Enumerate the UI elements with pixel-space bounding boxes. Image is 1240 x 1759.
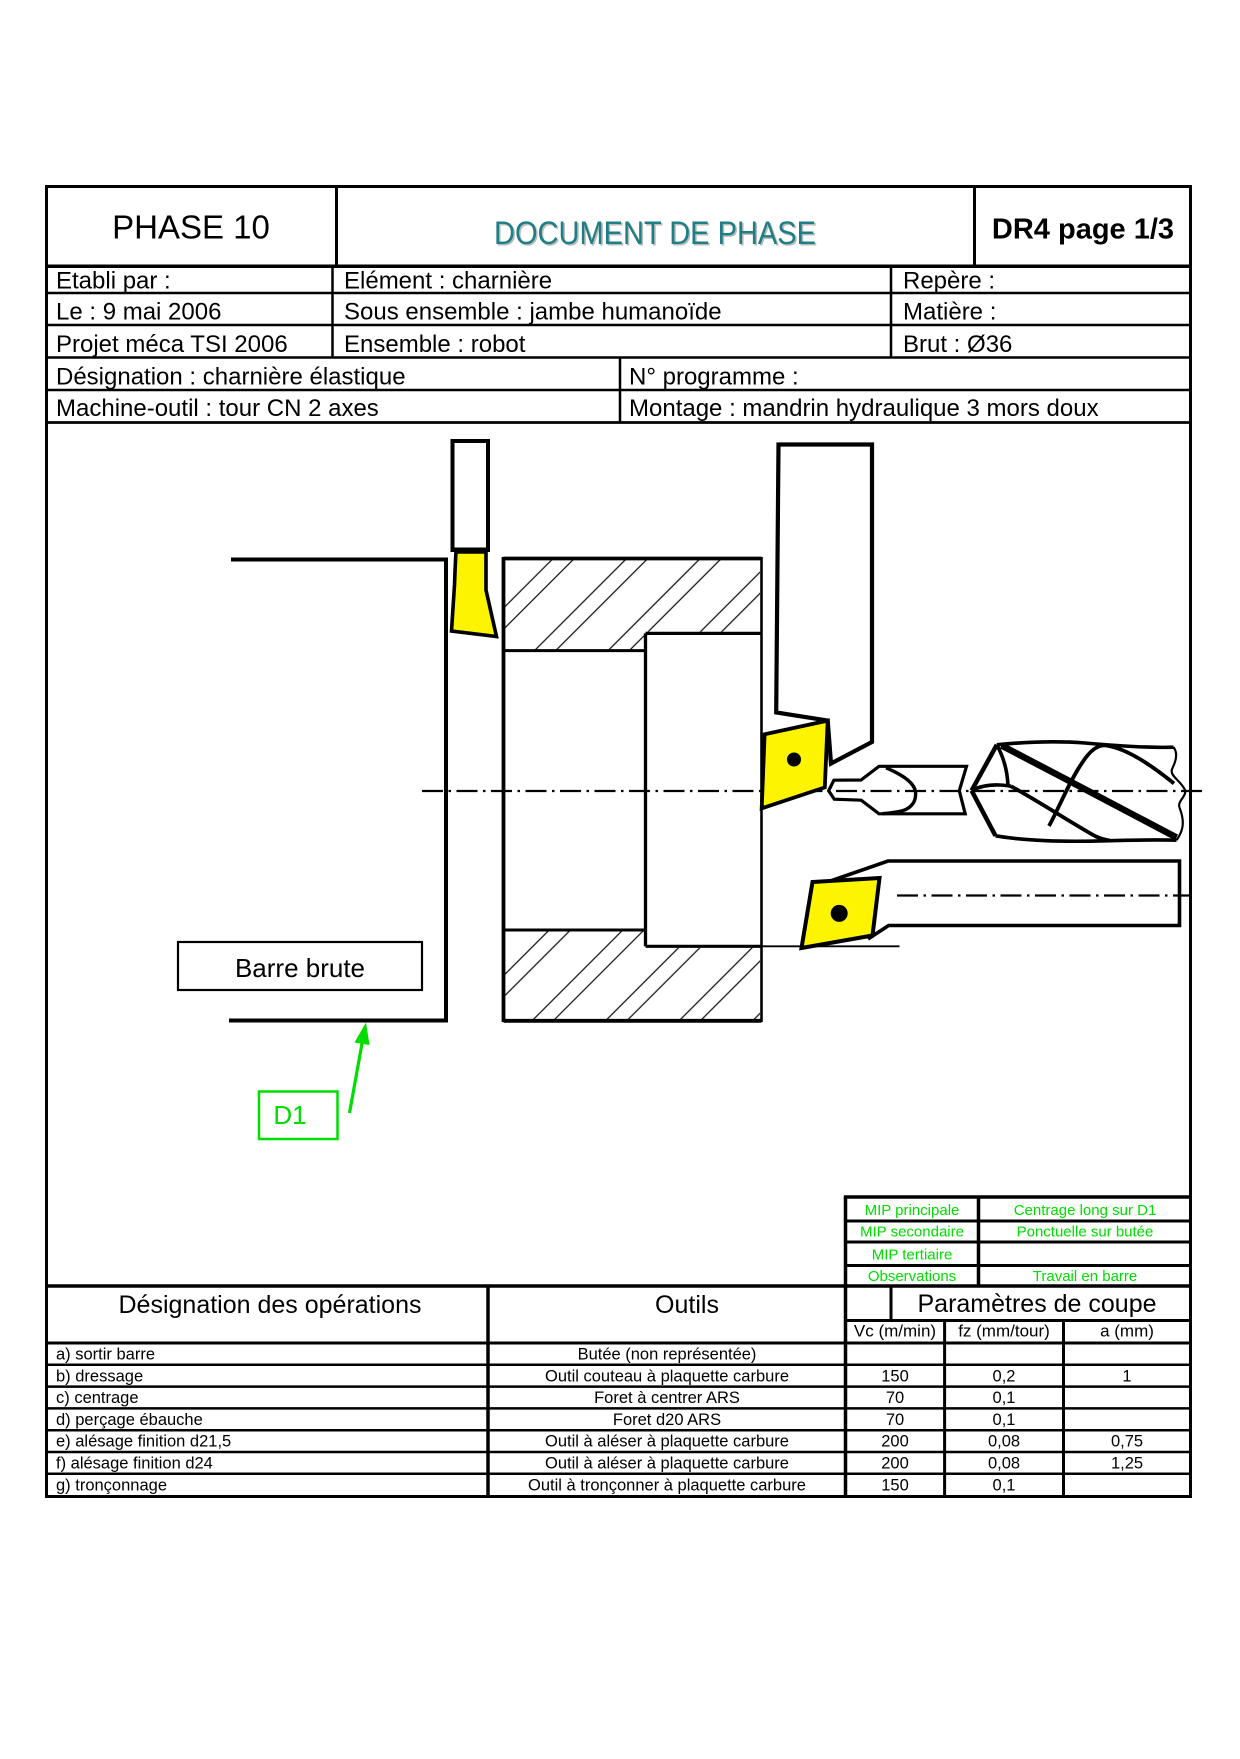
svg-text:0,1: 0,1: [993, 1476, 1016, 1494]
svg-text:0,08: 0,08: [988, 1455, 1020, 1473]
svg-text:1: 1: [1122, 1367, 1131, 1385]
svg-text:Butée (non représentée): Butée (non représentée): [578, 1346, 757, 1364]
svg-text:PHASE 10: PHASE 10: [112, 209, 270, 246]
svg-text:a) sortir barre: a) sortir barre: [56, 1346, 155, 1364]
svg-text:Paramètres de coupe: Paramètres de coupe: [917, 1290, 1156, 1318]
svg-text:Elément : charnière: Elément : charnière: [344, 268, 552, 295]
svg-text:MIP tertiaire: MIP tertiaire: [872, 1247, 953, 1264]
svg-text:N° programme :: N° programme :: [629, 364, 799, 391]
svg-text:MIP secondaire: MIP secondaire: [860, 1224, 964, 1241]
svg-text:Machine-outil : tour CN 2 axes: Machine-outil : tour CN 2 axes: [56, 395, 379, 422]
svg-text:150: 150: [881, 1476, 909, 1494]
svg-text:b) dressage: b) dressage: [56, 1367, 143, 1385]
svg-text:0,08: 0,08: [988, 1433, 1020, 1451]
svg-text:0,1: 0,1: [993, 1411, 1016, 1429]
svg-text:Foret à centrer ARS: Foret à centrer ARS: [594, 1389, 740, 1407]
svg-text:MIP principale: MIP principale: [865, 1202, 960, 1219]
svg-text:Outil à aléser à plaquette car: Outil à aléser à plaquette carbure: [545, 1433, 789, 1451]
svg-text:Sous ensemble : jambe humanoïd: Sous ensemble : jambe humanoïde: [344, 299, 722, 326]
svg-text:fz (mm/tour): fz (mm/tour): [958, 1322, 1050, 1341]
svg-text:e) alésage finition d21,5: e) alésage finition d21,5: [56, 1433, 231, 1451]
svg-text:d) perçage ébauche: d) perçage ébauche: [56, 1411, 203, 1429]
svg-text:Projet méca TSI 2006: Projet méca TSI 2006: [56, 331, 288, 358]
svg-text:Outil couteau à plaquette carb: Outil couteau à plaquette carbure: [545, 1367, 789, 1385]
svg-text:c) centrage: c) centrage: [56, 1389, 139, 1407]
svg-text:Ponctuelle sur butée: Ponctuelle sur butée: [1017, 1224, 1154, 1241]
svg-text:70: 70: [886, 1411, 904, 1429]
svg-text:0,1: 0,1: [993, 1389, 1016, 1407]
svg-text:Montage : mandrin hydraulique: Montage : mandrin hydraulique 3 mors dou…: [629, 395, 1099, 422]
svg-text:Outil à aléser à plaquette car: Outil à aléser à plaquette carbure: [545, 1455, 789, 1473]
svg-text:g) tronçonnage: g) tronçonnage: [56, 1476, 167, 1494]
svg-text:150: 150: [881, 1367, 909, 1385]
svg-text:D1: D1: [273, 1100, 306, 1130]
svg-text:0,2: 0,2: [993, 1367, 1016, 1385]
svg-text:Observations: Observations: [868, 1268, 956, 1285]
svg-text:DR4 page 1/3: DR4 page 1/3: [992, 214, 1174, 246]
svg-text:Ensemble : robot: Ensemble : robot: [344, 331, 526, 358]
svg-text:Désignation : charnière élasti: Désignation : charnière élastique: [56, 364, 406, 391]
svg-text:Barre brute: Barre brute: [235, 953, 365, 983]
svg-text:f) alésage finition d24: f) alésage finition d24: [56, 1455, 213, 1473]
svg-text:200: 200: [881, 1455, 909, 1473]
svg-text:DOCUMENT DE PHASE: DOCUMENT DE PHASE: [496, 217, 818, 253]
svg-text:Vc (m/min): Vc (m/min): [854, 1322, 936, 1341]
svg-text:Désignation des opérations: Désignation des opérations: [119, 1291, 422, 1319]
svg-text:DOCUMENT DE PHASE: DOCUMENT DE PHASE: [494, 215, 816, 251]
svg-text:200: 200: [881, 1433, 909, 1451]
svg-text:Matière :: Matière :: [903, 299, 996, 326]
svg-text:Brut : Ø36: Brut : Ø36: [903, 331, 1012, 358]
svg-text:Travail en barre: Travail en barre: [1033, 1268, 1138, 1285]
svg-text:1,25: 1,25: [1111, 1455, 1143, 1473]
svg-text:Outil à tronçonner à plaquette: Outil à tronçonner à plaquette carbure: [528, 1476, 806, 1494]
svg-text:a (mm): a (mm): [1100, 1322, 1154, 1341]
svg-text:Le : 9 mai 2006: Le : 9 mai 2006: [56, 299, 221, 326]
svg-text:Etabli par :: Etabli par :: [56, 268, 171, 295]
svg-text:Centrage long sur D1: Centrage long sur D1: [1014, 1202, 1157, 1219]
svg-text:70: 70: [886, 1389, 904, 1407]
svg-text:Repère :: Repère :: [903, 268, 995, 295]
svg-text:Outils: Outils: [655, 1291, 719, 1319]
svg-text:0,75: 0,75: [1111, 1433, 1143, 1451]
svg-text:Foret d20 ARS: Foret d20 ARS: [613, 1411, 721, 1429]
